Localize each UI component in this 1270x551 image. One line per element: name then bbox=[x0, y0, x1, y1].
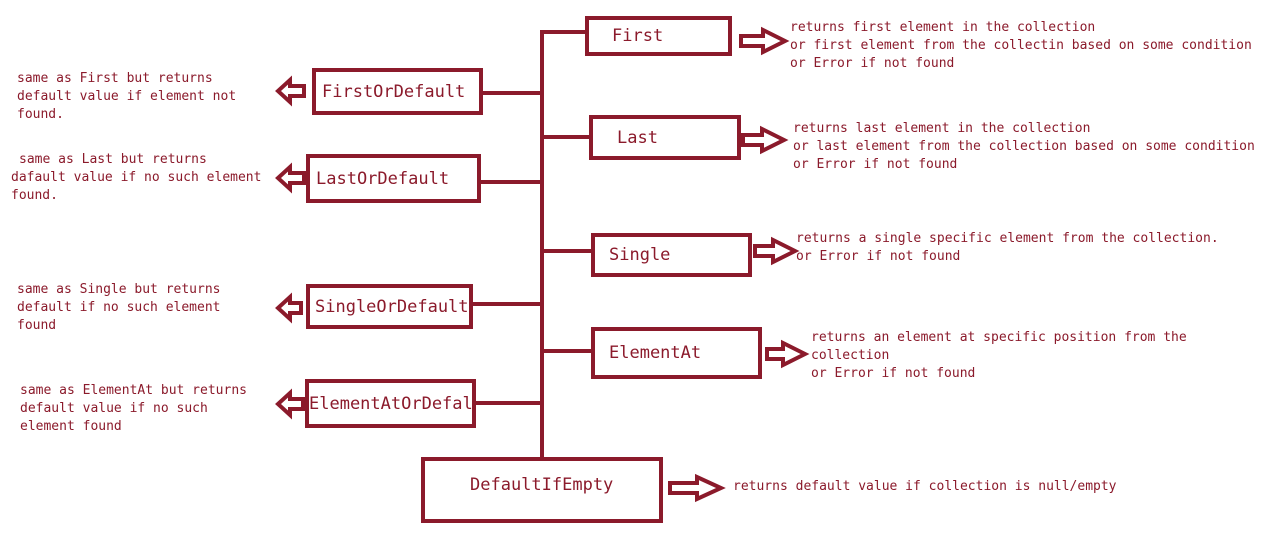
elementatordefault-desc-line: default value if no such bbox=[20, 401, 208, 416]
arrow-singleordefault-icon bbox=[275, 292, 303, 324]
arrow-first-icon bbox=[739, 26, 790, 56]
elementat-desc-line: collection bbox=[811, 348, 890, 363]
last-desc-line: or Error if not found bbox=[793, 157, 958, 172]
defaultifempty-label: DefaultIfEmpty bbox=[470, 475, 614, 495]
single-desc-line: returns a single specific element from t… bbox=[796, 231, 1219, 246]
singleordefault-desc-line: same as Single but returns bbox=[17, 282, 221, 297]
arrow-defaultifempty-icon bbox=[668, 473, 726, 503]
firstordefault-label: FirstOrDefault bbox=[322, 81, 466, 102]
singleordefault-box: SingleOrDefault bbox=[306, 284, 473, 329]
arrow-single-icon bbox=[753, 236, 800, 266]
single-label: Single bbox=[609, 245, 671, 265]
first-description: returns first element in the collection … bbox=[790, 19, 1252, 73]
single-desc-line: or Error if not found bbox=[796, 249, 961, 264]
lastordefault-label: LastOrDefault bbox=[316, 168, 450, 189]
lastordefault-box: LastOrDefault bbox=[306, 154, 481, 203]
first-label: First bbox=[612, 26, 664, 46]
singleordefault-desc-line: default if no such element bbox=[17, 300, 221, 315]
defaultifempty-box: DefaultIfEmpty bbox=[421, 457, 663, 523]
last-desc-line: or last element from the collection base… bbox=[793, 139, 1255, 154]
defaultifempty-description: returns default value if collection is n… bbox=[733, 478, 1117, 496]
single-box: Single bbox=[591, 233, 752, 277]
arrow-lastordefault-icon bbox=[275, 162, 306, 194]
firstordefault-desc-line: default value if element not bbox=[17, 89, 237, 104]
lastordefault-description: same as Last but returns dafault value i… bbox=[11, 151, 261, 205]
first-desc-line: or Error if not found bbox=[790, 56, 955, 71]
arrow-elementatordefault-icon bbox=[275, 388, 305, 420]
elementat-desc-line: returns an element at specific position … bbox=[811, 330, 1187, 345]
elementatordefault-desc-line: element found bbox=[20, 419, 122, 434]
elementat-description: returns an element at specific position … bbox=[811, 329, 1187, 383]
last-box: Last bbox=[589, 115, 741, 160]
last-description: returns last element in the collection o… bbox=[793, 120, 1255, 174]
first-desc-line: returns first element in the collection bbox=[790, 20, 1096, 35]
lastordefault-desc-line: found. bbox=[11, 188, 58, 203]
arrow-last-icon bbox=[741, 125, 789, 155]
elementatordefault-label: ElementAtOrDefalt bbox=[309, 393, 476, 414]
arrow-firstordefault-icon bbox=[275, 75, 306, 107]
first-desc-line: or first element from the collectin base… bbox=[790, 38, 1252, 53]
singleordefault-label: SingleOrDefault bbox=[315, 296, 469, 317]
arrow-elementat-icon bbox=[765, 339, 810, 369]
first-box: First bbox=[585, 16, 732, 56]
firstordefault-description: same as First but returns default value … bbox=[17, 70, 236, 124]
firstordefault-desc-line: same as First but returns bbox=[17, 71, 213, 86]
elementatordefault-description: same as ElementAt but returns default va… bbox=[20, 382, 247, 436]
last-label: Last bbox=[617, 127, 658, 148]
lastordefault-desc-line: dafault value if no such element bbox=[11, 170, 262, 185]
singleordefault-description: same as Single but returns default if no… bbox=[17, 281, 221, 335]
elementatordefault-desc-line: same as ElementAt but returns bbox=[20, 383, 247, 398]
elementat-desc-line: or Error if not found bbox=[811, 366, 976, 381]
last-desc-line: returns last element in the collection bbox=[793, 121, 1091, 136]
firstordefault-box: FirstOrDefault bbox=[312, 68, 483, 115]
elementat-label: ElementAt bbox=[609, 343, 702, 363]
firstordefault-desc-line: found. bbox=[17, 107, 64, 122]
lastordefault-desc-line: same as Last but returns bbox=[19, 152, 207, 167]
single-description: returns a single specific element from t… bbox=[796, 230, 1219, 266]
singleordefault-desc-line: found bbox=[17, 318, 57, 333]
elementatordefault-box: ElementAtOrDefalt bbox=[305, 379, 476, 428]
elementat-box: ElementAt bbox=[591, 327, 762, 379]
defaultifempty-desc-line: returns default value if collection is n… bbox=[733, 479, 1117, 494]
